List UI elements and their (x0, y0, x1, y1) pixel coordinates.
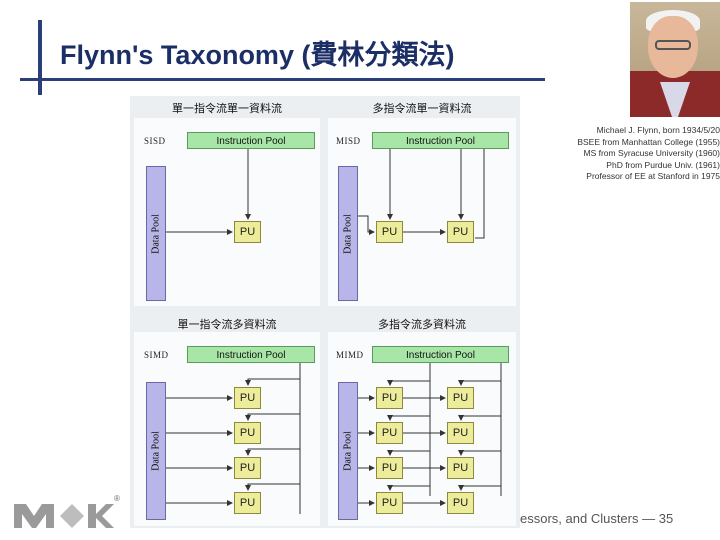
bio-line: MS from Syracuse University (1960) (552, 148, 720, 160)
flynn-portrait-photo (630, 2, 720, 117)
bio-line: Professor of EE at Stanford in 1975 (552, 171, 720, 183)
connection-lines (130, 96, 520, 528)
slide-title: Flynn's Taxonomy (費林分類法) (60, 33, 454, 72)
flynn-bio: Michael J. Flynn, born 1934/5/20 BSEE fr… (552, 125, 720, 183)
mk-publisher-logo (14, 500, 114, 532)
title-underline-bar (20, 78, 545, 81)
bio-line: Michael J. Flynn, born 1934/5/20 (552, 125, 720, 137)
bio-line: BSEE from Manhattan College (1955) (552, 137, 720, 149)
flynn-taxonomy-diagram: 單一指令流單一資料流 SISD Instruction Pool Data Po… (130, 96, 520, 528)
registered-mark: ® (114, 494, 120, 503)
title-accent-bar (38, 20, 42, 95)
slide-footer: essors, and Clusters — 35 (520, 511, 673, 526)
bio-line: PhD from Purdue Univ. (1961) (552, 160, 720, 172)
